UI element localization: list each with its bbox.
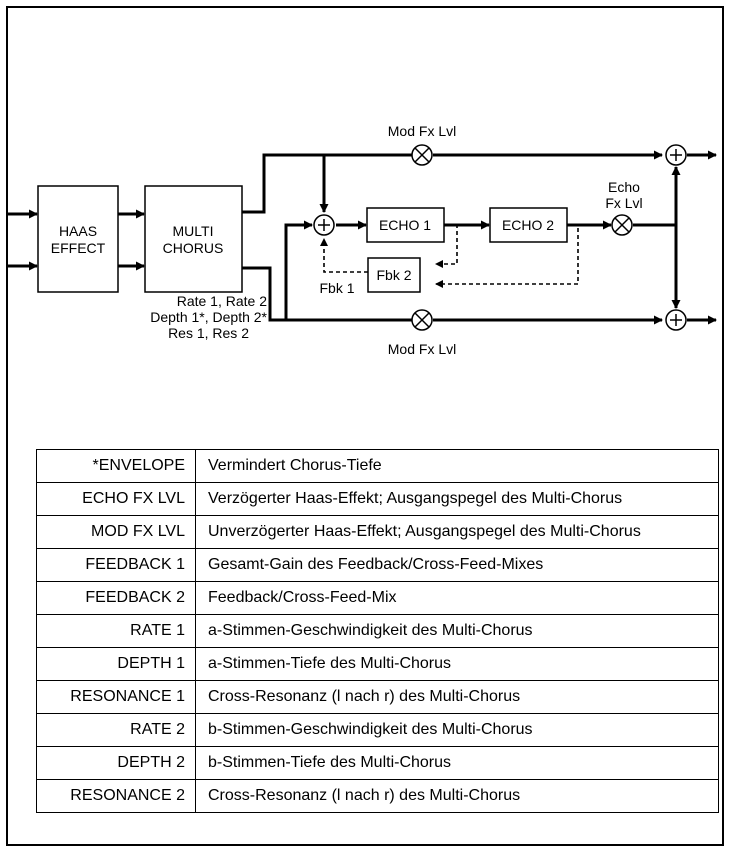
param-description: Verzögerter Haas-Effekt; Ausgangspegel d… bbox=[195, 482, 719, 516]
multi-chorus-block: MULTI CHORUS bbox=[144, 185, 243, 293]
haas-label-1: HAAS bbox=[59, 223, 97, 239]
mod-fx-lvl-top-label: Mod Fx Lvl bbox=[388, 123, 456, 139]
param-description: Vermindert Chorus-Tiefe bbox=[195, 449, 719, 483]
param-name: FEEDBACK 2 bbox=[36, 581, 196, 615]
param-name: FEEDBACK 1 bbox=[36, 548, 196, 582]
param-description: Unverzögerter Haas-Effekt; Ausgangspegel… bbox=[195, 515, 719, 549]
param-name: RESONANCE 1 bbox=[36, 680, 196, 714]
echo-fx-lvl-label-1: Echo bbox=[608, 179, 640, 195]
echo-multiplier-icon bbox=[611, 214, 633, 236]
param-description: Gesamt-Gain des Feedback/Cross-Feed-Mixe… bbox=[195, 548, 719, 582]
haas-effect-block: HAAS EFFECT bbox=[37, 185, 119, 293]
echo2-block: ECHO 2 bbox=[489, 207, 568, 243]
echo1-feedback-tap bbox=[435, 224, 458, 268]
fbk1-label: Fbk 1 bbox=[319, 280, 354, 296]
haas-label-2: EFFECT bbox=[51, 240, 106, 256]
chorus-label-1: MULTI bbox=[173, 223, 214, 239]
param-description: Cross-Resonanz (l nach r) des Multi-Chor… bbox=[195, 779, 719, 813]
tap-to-echo-sum-left bbox=[284, 220, 313, 320]
param-name: MOD FX LVL bbox=[36, 515, 196, 549]
output-sum-bottom-icon bbox=[665, 309, 687, 331]
fbk2-label: Fbk 2 bbox=[376, 267, 411, 283]
param-name: RESONANCE 2 bbox=[36, 779, 196, 813]
chorus-label-2: CHORUS bbox=[163, 240, 224, 256]
echo1-label: ECHO 1 bbox=[379, 217, 431, 233]
param-description: a-Stimmen-Tiefe des Multi-Chorus bbox=[195, 647, 719, 681]
mod-top-multiplier-icon bbox=[411, 144, 433, 166]
param-description: Feedback/Cross-Feed-Mix bbox=[195, 581, 719, 615]
param-name: DEPTH 2 bbox=[36, 746, 196, 780]
fbk2-block: Fbk 2 bbox=[367, 257, 421, 293]
echo-sum-icon bbox=[313, 214, 335, 236]
signal-flow-diagram: HAAS EFFECT MULTI CHORUS ECHO 1 ECHO 2 F… bbox=[8, 123, 717, 357]
chorus-param-line-2: Depth 1*, Depth 2* bbox=[150, 309, 267, 325]
chorus-bottom-output bbox=[242, 266, 412, 322]
mod-bottom-multiplier-icon bbox=[411, 309, 433, 331]
param-name: ECHO FX LVL bbox=[36, 482, 196, 516]
echo2-feedback-tap bbox=[435, 224, 579, 288]
param-name: RATE 1 bbox=[36, 614, 196, 648]
echo1-block: ECHO 1 bbox=[366, 207, 445, 243]
echo-fx-lvl-label-2: Fx Lvl bbox=[605, 195, 642, 211]
mod-fx-lvl-bottom-label: Mod Fx Lvl bbox=[388, 341, 456, 357]
param-description: b-Stimmen-Geschwindigkeit des Multi-Chor… bbox=[195, 713, 719, 747]
page-frame bbox=[6, 6, 724, 846]
param-description: Cross-Resonanz (l nach r) des Multi-Chor… bbox=[195, 680, 719, 714]
param-description: b-Stimmen-Tiefe des Multi-Chorus bbox=[195, 746, 719, 780]
param-name: RATE 2 bbox=[36, 713, 196, 747]
feedback-lines bbox=[320, 224, 579, 288]
param-name: DEPTH 1 bbox=[36, 647, 196, 681]
output-sum-top-icon bbox=[665, 144, 687, 166]
param-name: *ENVELOPE bbox=[36, 449, 196, 483]
chorus-param-line-1: Rate 1, Rate 2 bbox=[177, 293, 267, 309]
param-description: a-Stimmen-Geschwindigkeit des Multi-Chor… bbox=[195, 614, 719, 648]
chorus-top-output bbox=[242, 153, 412, 214]
fbk1-return bbox=[320, 238, 368, 273]
chorus-param-line-3: Res 1, Res 2 bbox=[168, 325, 249, 341]
echo2-label: ECHO 2 bbox=[502, 217, 554, 233]
